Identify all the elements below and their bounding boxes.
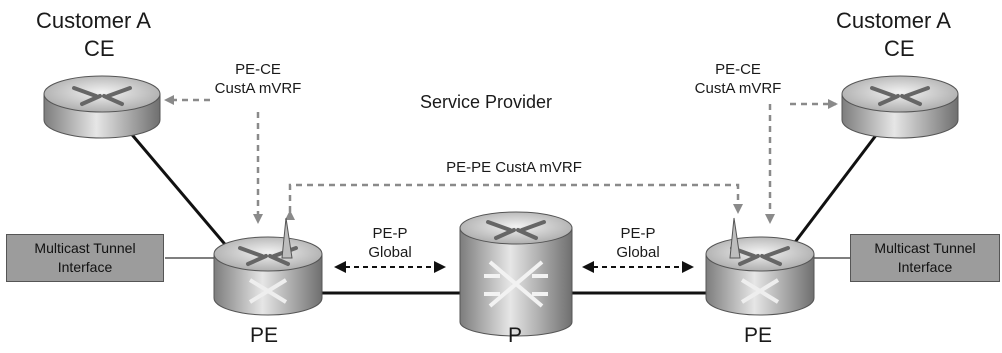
tunnel-left-line2: Interface [57, 259, 113, 275]
ce-left-title: Customer A [36, 8, 151, 33]
router-ce-right-icon [841, 75, 959, 139]
pe-ce-left-label-2: CustA mVRF [214, 80, 302, 97]
service-provider-label: Service Provider [420, 92, 553, 112]
tunnel-left-line1: Multicast Tunnel [34, 240, 136, 256]
pe-pe-label: PE-PE CustA mVRF [446, 159, 582, 176]
multicast-tunnel-left-box: Multicast Tunnel Interface [6, 234, 164, 282]
router-ce-left-icon [43, 75, 161, 139]
pe-left-label: PE [250, 324, 279, 347]
pe-right-label: PE [744, 324, 773, 347]
pe-p-left-label-2: Global [368, 244, 412, 261]
pe-p-right-label-1: PE-P [620, 225, 656, 242]
ce-right-subtitle: CE [884, 36, 915, 61]
router-pe-left-icon [213, 217, 323, 316]
ce-left-subtitle: CE [84, 36, 115, 61]
ce-right-title: Customer A [836, 8, 951, 33]
link-ce-right-pe-right [778, 129, 882, 263]
multicast-tunnel-right-box: Multicast Tunnel Interface [850, 234, 1000, 282]
tunnel-right-line2: Interface [897, 259, 953, 275]
pe-pe-arrow [285, 183, 743, 220]
p-label: P [508, 324, 523, 347]
pe-ce-right-label-1: PE-CE [715, 61, 761, 78]
pe-ce-right-label-2: CustA mVRF [694, 80, 782, 97]
pe-ce-left-label-1: PE-CE [235, 61, 281, 78]
tunnel-right-line1: Multicast Tunnel [874, 240, 976, 256]
link-ce-left-pe-left [126, 129, 242, 263]
pe-p-left-label-1: PE-P [372, 225, 408, 242]
pe-p-right-label-2: Global [616, 244, 660, 261]
router-p-icon [459, 211, 573, 337]
router-pe-right-icon [705, 217, 815, 316]
